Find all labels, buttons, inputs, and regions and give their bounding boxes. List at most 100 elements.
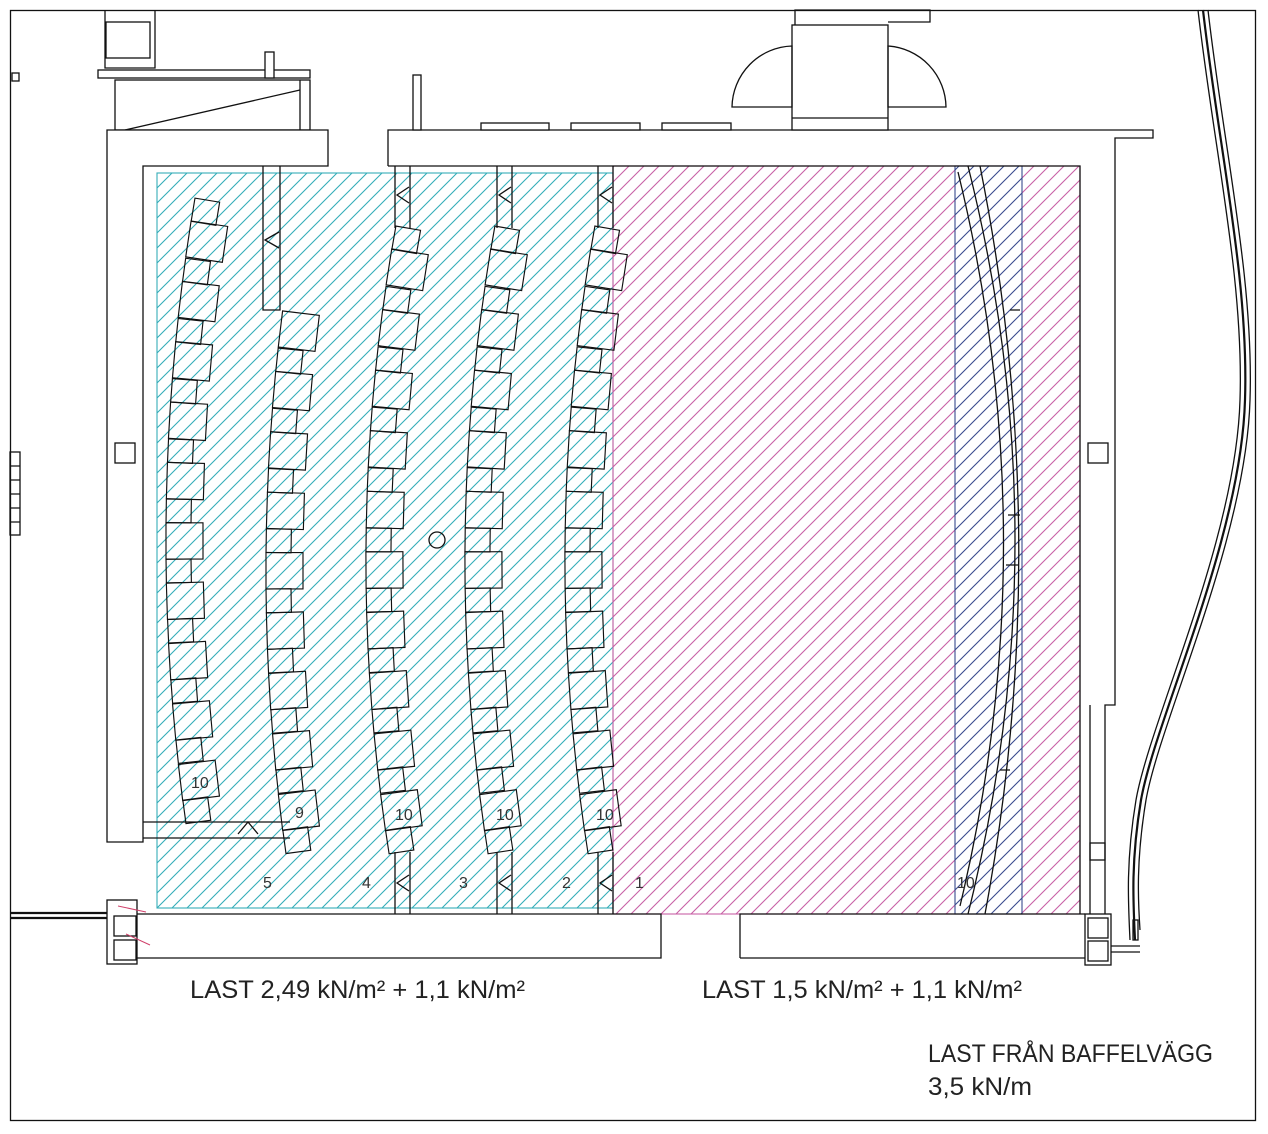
baffle-wall [957,165,1020,915]
row-number: 5 [263,875,272,892]
seat-row [165,197,229,825]
row-number: 3 [459,875,468,892]
aisle-lines-1 [394,166,411,914]
load-zones [156,165,1081,915]
aisle-arrow-3-bottom [598,874,613,892]
seat [578,789,622,832]
annex-room [114,79,311,131]
seat-label-row-e: 10 [596,807,614,824]
seat [576,308,620,351]
corridor [262,166,281,311]
baffle-load-title: LAST FRÅN BAFFELVÄGG [928,1038,1213,1068]
seat [478,789,522,832]
baffle-curve-1 [957,171,1005,907]
top-vent-1 [480,122,550,131]
top-vent-3 [661,122,732,131]
seat [277,310,320,353]
aisles [143,166,614,914]
drawing-frame [9,9,1257,1122]
pillar-bottom-left-cell-2 [113,939,137,961]
top-center-structure [412,9,947,131]
seat-spacer [583,826,614,855]
right-wall-opening [1089,842,1106,861]
baffle-load-value: 3,5 kN/m [928,1073,1032,1101]
seat [385,248,429,292]
seating [165,197,628,855]
left-edge-details [9,72,21,536]
baffle-ticks [1000,309,1020,771]
annex-inner-square [105,21,151,59]
bottom-left-wall [137,913,662,959]
side-aisle [143,821,290,839]
curve-line-3 [1137,9,1252,931]
seat-spacer [282,826,312,855]
curve-line-1 [1127,9,1242,941]
load-zone-1-area [156,172,614,909]
aisle-lines-3 [597,166,614,914]
corridor-arrow [263,231,280,249]
seat [379,789,423,832]
aisle-arrow-1-top [395,186,410,204]
right-arch [887,45,947,108]
seat-spacer [384,826,415,855]
left-double-line [10,911,107,920]
walls [10,129,1154,966]
annex-diagonal [124,89,301,131]
bottom-right-wall [739,913,1085,959]
seat [484,248,528,292]
seat-spacer [371,706,400,734]
seat-spacer [275,766,304,794]
seat-spacer [570,706,599,734]
baffle-curve-3 [979,165,1020,915]
left-wall-column [114,442,136,464]
row-number: 4 [362,875,371,892]
annex-box [104,10,156,69]
aisle-arrow-3-top [598,186,613,204]
aisle-lines-2 [496,166,513,914]
floor-drain-icon [428,531,446,549]
seat-row [365,225,429,855]
seat [177,280,220,323]
seat-spacer [483,826,514,855]
seat-spacer [377,766,407,794]
seat-spacer [175,736,204,764]
pillar-bottom-right-cell-1 [1087,917,1109,939]
left-arch [731,45,793,108]
annex-bar [97,69,311,79]
seat-labels: 10 9 10 10 10 10 [191,775,975,892]
seat-row [464,225,528,855]
left-edge-mark [11,72,20,82]
pillar-bottom-right-cell-2 [1087,940,1109,962]
center-block [791,24,889,131]
red-mark [117,905,151,946]
load-label-zone-2: LAST 1,5 kN/m² + 1,1 kN/m² [702,976,1022,1004]
aisle-arrow-2-bottom [497,874,512,892]
right-curved-line [1127,9,1252,941]
seat-label-row-c: 10 [395,807,413,824]
side-aisle-arrow [237,820,259,835]
seat-spacer [476,766,506,794]
baffle-wall-hatch [954,165,1023,915]
seat-label-row-b: 9 [295,805,304,822]
pillar-connector [1111,945,1140,953]
aisle-arrow-1-bottom [395,874,410,892]
seat-label-row-d: 10 [496,807,514,824]
top-post [412,74,422,131]
row-number: 1 [635,875,644,892]
aisle-arrow-2-top [497,186,512,204]
pillar-bottom-left-cell-1 [113,915,137,937]
baffle-curve-2 [967,165,1016,915]
annex-post [264,51,275,79]
seat [377,308,421,351]
seat-row [564,225,628,855]
top-left-annex [97,10,311,131]
row-number: 2 [562,875,571,892]
seat-spacer [170,677,199,704]
seat [584,248,628,292]
row-numbers: 5 4 3 2 1 [263,875,644,892]
seat-label-row-a: 10 [191,775,209,792]
seat [185,220,229,263]
seat [476,308,520,351]
left-wall [106,129,329,843]
seat-spacer [182,796,212,825]
